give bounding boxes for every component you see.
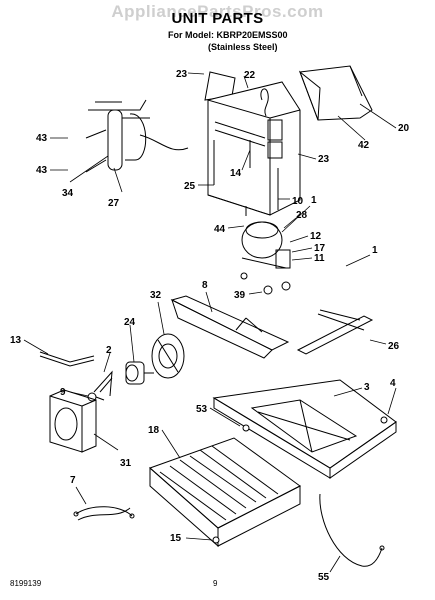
page-number: 9 (213, 579, 218, 588)
part-drain-bracket (298, 65, 373, 121)
callout-9: 9 (60, 387, 66, 398)
callout-11: 11 (314, 253, 325, 264)
part-fan-guard (49, 389, 97, 453)
callout-12: 12 (310, 231, 322, 242)
model-number: For Model: KBRP20EMSS00 (168, 30, 288, 40)
callout-26: 26 (388, 341, 400, 352)
part-fan-shroud-8 (170, 295, 290, 359)
callout-34: 34 (62, 188, 74, 199)
callout-18: 18 (148, 425, 160, 436)
callout-20: 20 (398, 123, 410, 134)
callout-2: 2 (106, 345, 112, 356)
callout-24: 24 (124, 317, 136, 328)
part-grommets (240, 272, 291, 295)
part-fan-motor (125, 361, 154, 385)
callout-44: 44 (214, 224, 226, 235)
callout-39: 39 (234, 290, 246, 301)
part-fan-shroud-housing (204, 71, 301, 216)
callout-1: 1 (372, 245, 378, 256)
watermark-text: AppliancePartsPros.com (111, 2, 324, 21)
callout-23: 23 (318, 154, 330, 165)
callout-7: 7 (70, 475, 76, 486)
part-base-pan (212, 379, 397, 479)
part-drain-tube (319, 493, 385, 567)
callout-43: 43 (36, 165, 48, 176)
callout-32: 32 (150, 290, 162, 301)
callout-42: 42 (358, 140, 370, 151)
part-screw-9 (87, 392, 105, 402)
callout-43: 43 (36, 133, 48, 144)
callout-17: 17 (314, 243, 326, 254)
callout-4: 4 (390, 378, 396, 389)
callout-15: 15 (170, 533, 182, 544)
part-compressor (241, 206, 291, 269)
callout-22: 22 (244, 70, 256, 81)
callout-8: 8 (202, 280, 208, 291)
part-screw-4 (380, 416, 388, 424)
callout-3: 3 (364, 382, 370, 393)
callout-53: 53 (196, 404, 208, 415)
callout-13: 13 (10, 335, 22, 346)
callout-55: 55 (318, 572, 330, 583)
callout-28: 28 (296, 210, 308, 221)
document-number: 8199139 (10, 579, 42, 588)
part-wrench (39, 351, 95, 367)
callout-25: 25 (184, 181, 196, 192)
part-wiring-harness (73, 506, 135, 521)
part-wire-harness-26 (296, 309, 374, 355)
part-fan-blade (151, 333, 185, 379)
part-screw-53 (242, 424, 250, 432)
part-condenser-coil (149, 437, 301, 548)
model-finish: (Stainless Steel) (208, 42, 278, 52)
callout-14: 14 (230, 168, 242, 179)
callout-23: 23 (176, 69, 188, 80)
leader-lines (23, 72, 397, 573)
part-motor-bracket (93, 370, 113, 397)
diagram-title: UNIT PARTS (171, 10, 264, 27)
callout-1: 1 (311, 195, 317, 206)
part-screw-15 (212, 536, 220, 544)
callout-27: 27 (108, 198, 120, 209)
part-tubing-assembly (85, 99, 189, 173)
callout-labels: 23 22 20 42 43 43 34 27 23 14 25 10 1 28… (10, 69, 410, 583)
callout-31: 31 (120, 458, 132, 469)
callout-10: 10 (292, 196, 304, 207)
